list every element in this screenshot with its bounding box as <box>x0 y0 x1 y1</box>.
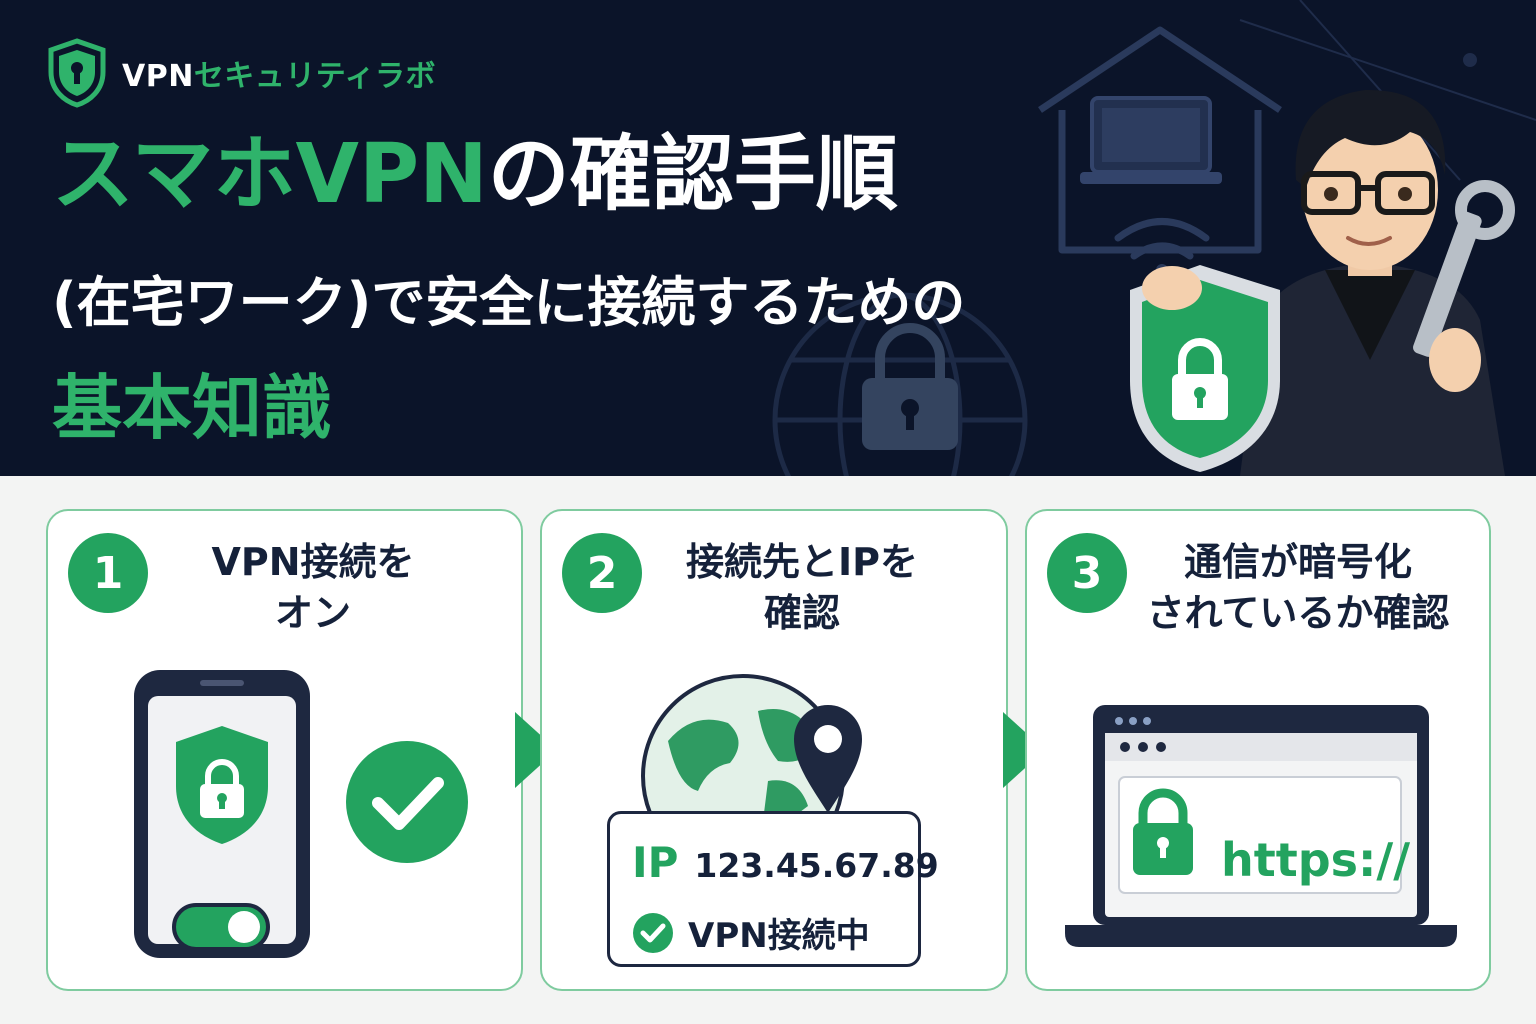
globe-outline-icon <box>772 292 1028 476</box>
vpn-status-text: VPN接続中 <box>688 916 870 956</box>
vpn-toggle-switch[interactable] <box>172 903 270 951</box>
step-number-badge: 1 <box>68 533 148 613</box>
https-url-text: https:// <box>1221 833 1411 887</box>
padlock-icon <box>862 323 958 450</box>
step-title-line1: VPN接続を <box>211 540 415 584</box>
page-subtitle: (在宅ワーク)で安全に接続するための <box>52 271 966 334</box>
green-shield-icon <box>1130 265 1280 472</box>
step-title-line2: オン <box>274 591 351 636</box>
step-card-1: 1 VPN接続を オン <box>46 509 523 991</box>
brand-name: VPNセキュリティラボ <box>122 51 436 95</box>
step-title-line1: 通信が暗号化 <box>1183 540 1412 584</box>
title-white-part: の確認手順 <box>487 127 898 222</box>
step-title: VPN接続を オン <box>163 537 463 640</box>
title-green-part: スマホVPN <box>52 127 488 222</box>
shield-keyhole-icon <box>48 38 106 108</box>
page-title-bottom: 基本知識 <box>52 367 332 449</box>
page-title: スマホVPNの確認手順 <box>52 127 898 222</box>
key-icon <box>1413 180 1515 357</box>
steps-section: 1 VPN接続を オン <box>0 476 1536 1024</box>
step-number-badge: 2 <box>562 533 642 613</box>
check-circle-icon <box>633 912 673 953</box>
phone-shield-icon <box>176 726 268 844</box>
step-number-badge: 3 <box>1047 533 1127 613</box>
check-circle-icon <box>346 741 468 863</box>
laptop-browser-icon <box>1065 705 1457 947</box>
character-illustration <box>1130 89 1515 476</box>
vpn-status-row: VPN接続中 <box>632 908 870 957</box>
laptop-icon <box>1080 96 1222 184</box>
location-pin-icon <box>794 705 862 813</box>
ip-label: IP <box>632 838 679 887</box>
step-title: 接続先とIPを 確認 <box>652 537 952 640</box>
ip-address-row: IP 123.45.67.89 <box>632 838 939 887</box>
ip-address-value: 123.45.67.89 <box>694 846 939 885</box>
brand-name-prefix: VPN <box>122 59 194 94</box>
step-card-2: 2 接続先とIPを 確認 IP 123.45.67.89 <box>540 509 1008 991</box>
step-card-3: 3 通信が暗号化 されているか確認 https:// <box>1025 509 1491 991</box>
brand-logo: VPNセキュリティラボ <box>46 38 436 108</box>
step-title-line2: 確認 <box>763 591 840 636</box>
step-title-line2: されているか確認 <box>1146 591 1450 636</box>
hero-background-illustration <box>772 0 1536 476</box>
step-title-line1: 接続先とIPを <box>686 540 918 584</box>
step-title: 通信が暗号化 されているか確認 <box>1123 537 1473 640</box>
brand-name-suffix: セキュリティラボ <box>193 59 437 94</box>
house-icon <box>1038 26 1282 254</box>
ip-info-panel: IP 123.45.67.89 VPN接続中 <box>607 811 939 967</box>
smartphone-icon <box>134 670 310 958</box>
hero-banner: VPNセキュリティラボ スマホVPNの確認手順 (在宅ワーク)で安全に接続するた… <box>0 0 1536 476</box>
